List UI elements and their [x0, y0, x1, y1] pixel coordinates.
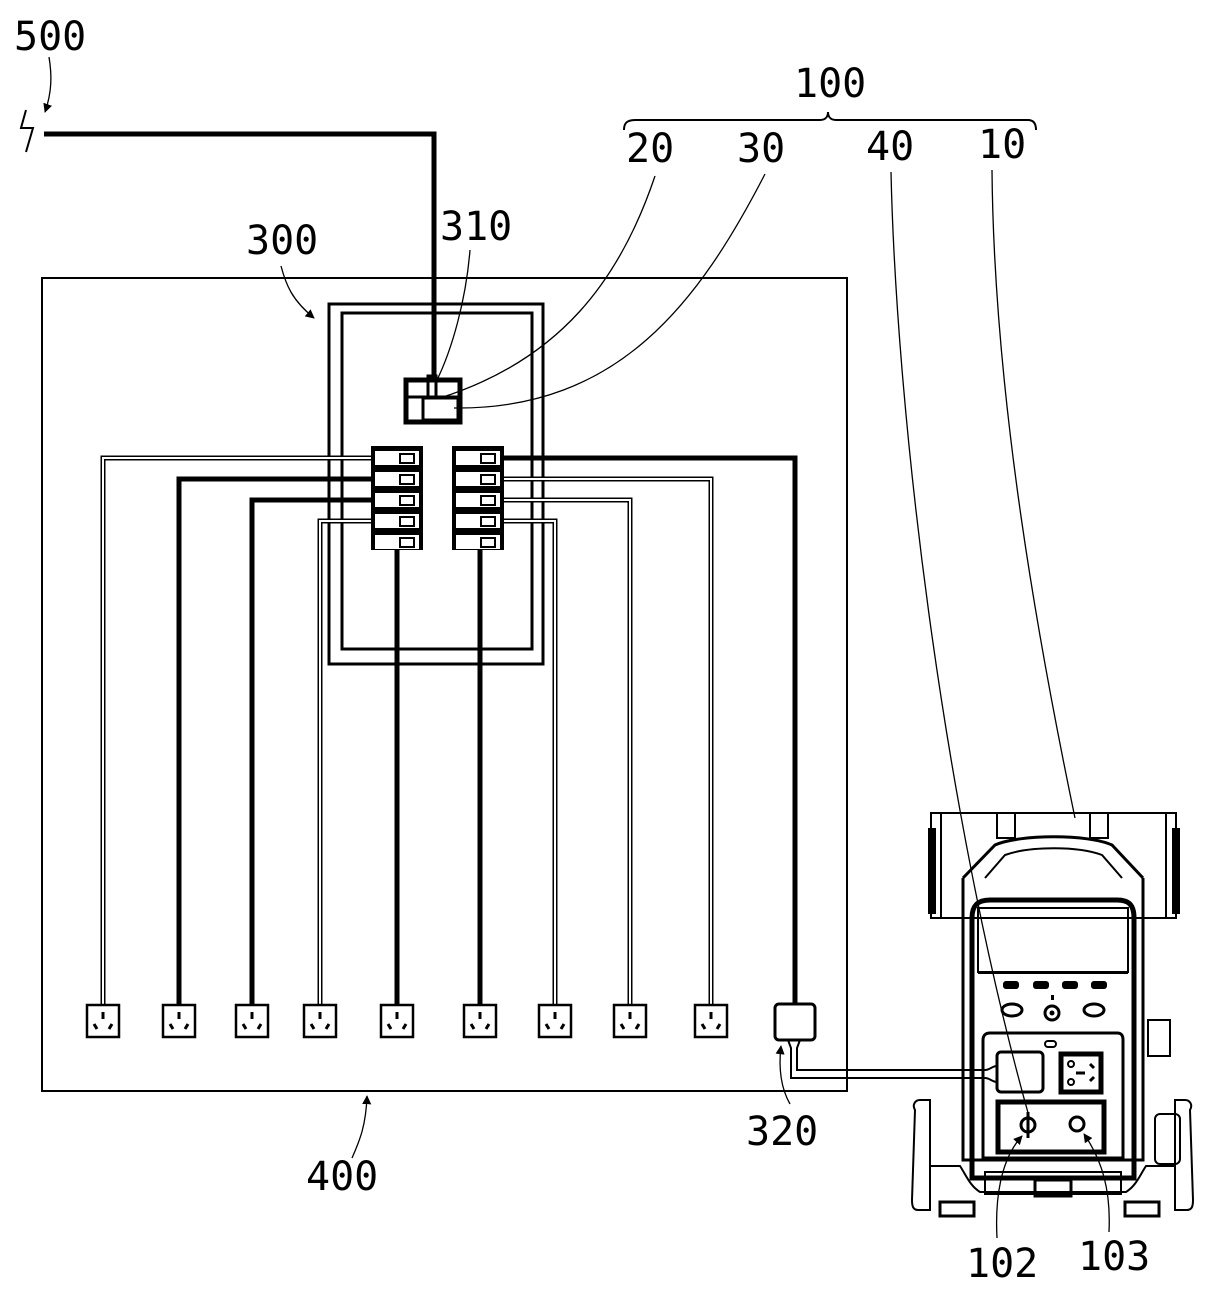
leader-500 [43, 56, 52, 113]
breaker-toggle-icon [480, 495, 496, 506]
breaker-toggle-icon [480, 474, 496, 485]
wall-socket[interactable] [612, 1003, 648, 1039]
device-ac-outlet[interactable] [1058, 1051, 1104, 1095]
breaker-toggle-icon [399, 495, 415, 506]
button-4[interactable] [1091, 981, 1107, 989]
branch-wire [504, 476, 714, 1005]
branch-wire [100, 455, 371, 1005]
main-switch: 310 [403, 204, 512, 425]
brace-100 [623, 111, 1037, 131]
label-300: 300 [246, 218, 318, 264]
label-100: 100 [794, 61, 866, 107]
right-breaker[interactable] [456, 514, 500, 528]
vent-left [928, 828, 936, 914]
leader-310 [435, 249, 471, 383]
leader-102 [995, 1135, 1023, 1239]
button-1[interactable] [1003, 981, 1019, 989]
port-panel [995, 1099, 1107, 1155]
leader-103 [1083, 1133, 1110, 1233]
vent-right [1172, 828, 1180, 914]
handle [961, 835, 1145, 880]
breaker-toggle-icon [480, 516, 496, 527]
wall-socket[interactable] [302, 1003, 338, 1039]
right-breaker[interactable] [456, 451, 500, 465]
bottom-latch [1033, 1178, 1073, 1198]
foot-left [938, 1200, 976, 1218]
wall-socket[interactable] [85, 1003, 121, 1039]
breaker-bank-right [452, 446, 504, 550]
button-right-oval[interactable] [1082, 1002, 1106, 1018]
wall-socket[interactable] [234, 1003, 270, 1039]
wall-sockets [85, 1003, 729, 1039]
control-buttons [1000, 981, 1107, 1022]
label-30: 30 [737, 126, 785, 172]
left-breaker[interactable] [375, 535, 419, 549]
leader-400 [351, 1095, 372, 1159]
wall-socket[interactable] [537, 1003, 573, 1039]
label-102: 102 [966, 1241, 1038, 1287]
label-103: 103 [1078, 1234, 1150, 1280]
label-310: 310 [440, 204, 512, 250]
wall-socket[interactable] [462, 1003, 498, 1039]
breaker-toggle-icon [480, 537, 496, 548]
portable-power-station: 102 103 [910, 812, 1195, 1287]
house-circuit-box [41, 277, 848, 1092]
left-breaker[interactable] [375, 451, 419, 465]
wall-socket[interactable] [161, 1003, 197, 1039]
grid-source: 500 [14, 14, 437, 382]
right-breaker[interactable] [456, 493, 500, 507]
port-102[interactable] [1019, 1112, 1037, 1138]
power-button[interactable] [1043, 1004, 1061, 1022]
system-100-group: 100 20 30 40 10 [439, 61, 1076, 1121]
label-500: 500 [14, 14, 86, 60]
inlet-box[interactable] [773, 1002, 817, 1042]
leader-10 [991, 169, 1076, 819]
wall-socket[interactable] [693, 1003, 729, 1039]
breaker-toggle-icon [399, 453, 415, 464]
device-ac-inlet[interactable] [995, 1050, 1045, 1094]
breaker-toggle-icon [399, 537, 415, 548]
label-10: 10 [978, 122, 1026, 168]
button-left-oval[interactable] [1000, 1002, 1024, 1018]
port-103[interactable] [1068, 1115, 1086, 1133]
leader-20 [439, 175, 656, 399]
foot-right [1123, 1200, 1161, 1218]
breaker-bank-left [371, 446, 423, 550]
label-20: 20 [626, 126, 674, 172]
left-breaker[interactable] [375, 493, 419, 507]
branch-wire [249, 497, 371, 1005]
leader-320 [775, 1045, 791, 1105]
branch-wire [504, 455, 798, 1004]
left-breaker[interactable] [375, 514, 419, 528]
label-320: 320 [746, 1109, 818, 1155]
leader-40 [890, 171, 1031, 1121]
leader-30 [453, 173, 766, 409]
branch-wiring [100, 455, 798, 1005]
distribution-box: 300 [246, 218, 545, 666]
breaker-toggle-icon [399, 516, 415, 527]
branch-wire [176, 476, 371, 1005]
right-breaker[interactable] [456, 535, 500, 549]
breaker-toggle-icon [480, 453, 496, 464]
label-400: 400 [306, 1154, 378, 1200]
left-breaker[interactable] [375, 472, 419, 486]
grid-supply-line [44, 131, 437, 382]
breaker-toggle-icon [399, 474, 415, 485]
wall-socket[interactable] [379, 1003, 415, 1039]
right-breaker[interactable] [456, 472, 500, 486]
label-40: 40 [866, 124, 914, 170]
inlet-320: 320 [746, 1002, 978, 1155]
button-3[interactable] [1062, 981, 1078, 989]
branch-wire [504, 518, 558, 1005]
lightning-icon [19, 109, 35, 153]
branch-wire [504, 497, 633, 1005]
leader-300 [280, 265, 315, 319]
button-2[interactable] [1033, 981, 1049, 989]
